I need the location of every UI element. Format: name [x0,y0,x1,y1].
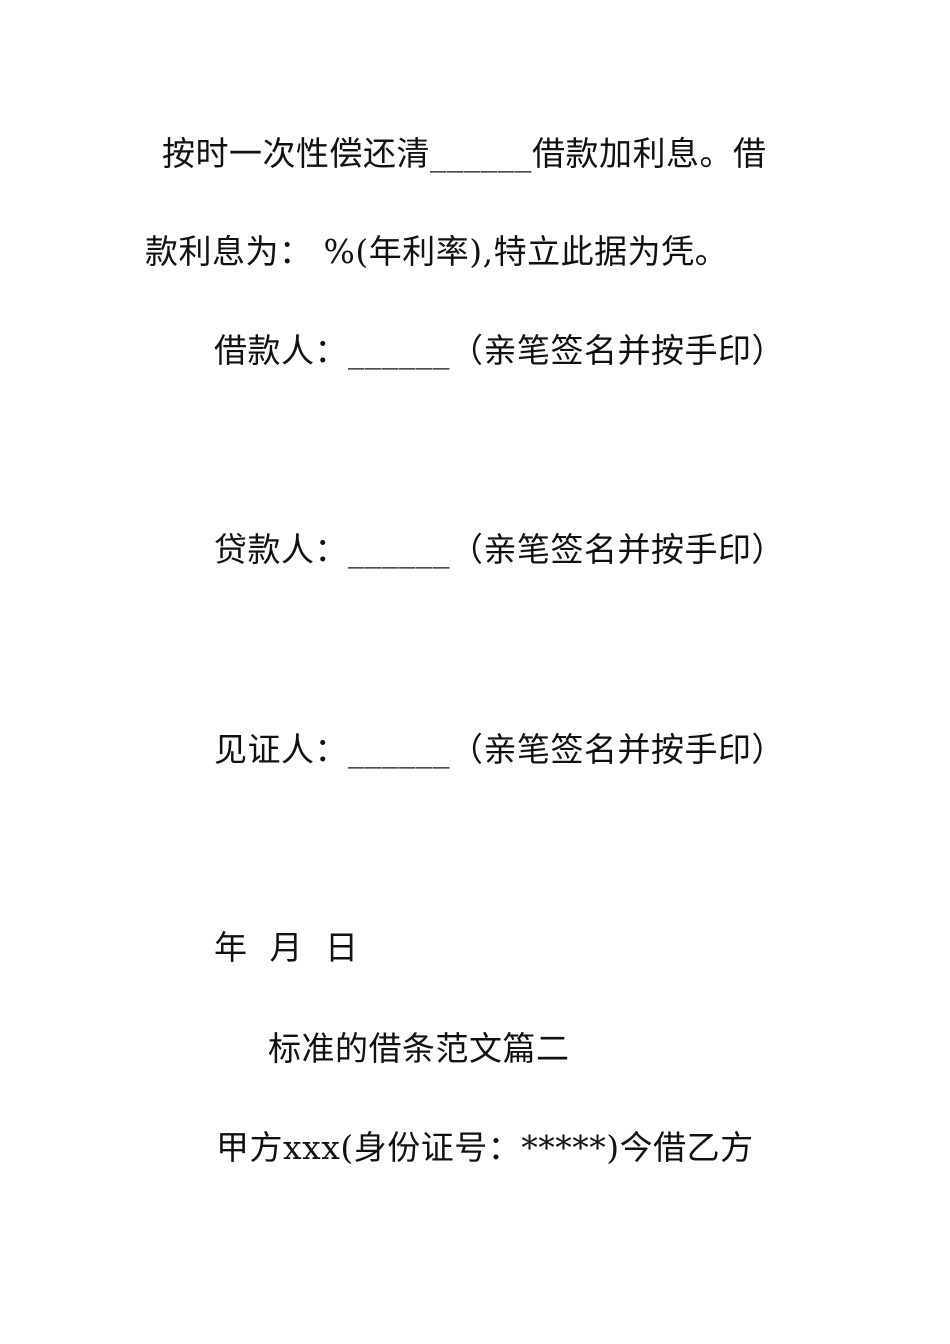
section-heading: 标准的借条范文篇二 [268,1029,570,1068]
date-day: 日 [325,928,359,967]
lender-signature-line: 贷款人：______（亲笔签名并按手印） [214,530,785,569]
witness-signature-line: 见证人：______（亲笔签名并按手印） [214,730,785,769]
date-year: 年 [214,928,248,967]
date-line: 年月日 [214,928,359,968]
borrower-signature-line: 借款人：______（亲笔签名并按手印） [214,331,785,370]
body-line-1: 按时一次性偿还清______借款加利息。借 [162,134,767,173]
section2-line-1: 甲方xxx(身份证号：*****)今借乙方 [216,1128,754,1167]
body-line-2: 款利息为： %(年利率),特立此据为凭。 [145,232,729,271]
date-month: 月 [269,928,303,967]
